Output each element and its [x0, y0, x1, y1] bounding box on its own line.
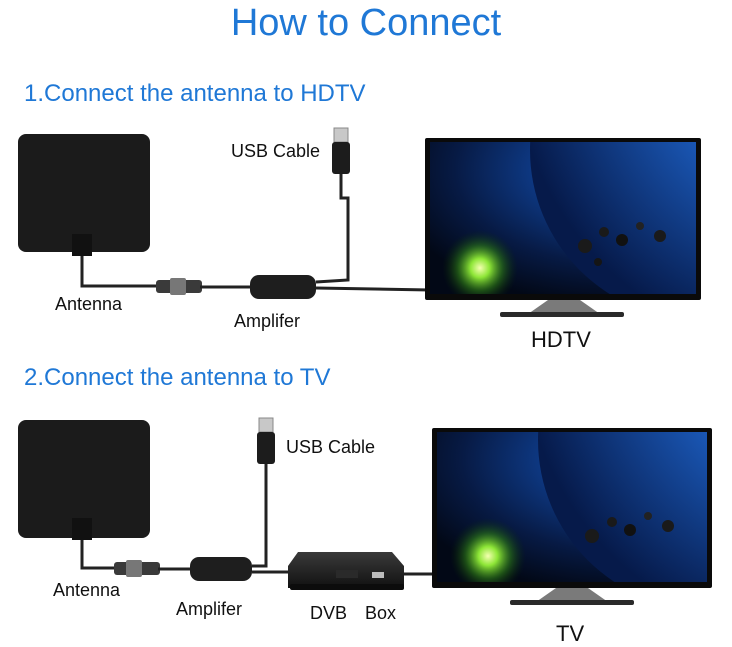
- usb-cable-line: [252, 464, 268, 568]
- coax-cable: [80, 256, 158, 288]
- dvb-box-icon: [288, 552, 404, 590]
- section-2-heading: 2.Connect the antenna to TV: [24, 364, 331, 391]
- usb-cable-label: USB Cable: [231, 141, 321, 161]
- dvb-label: DVB: [310, 603, 348, 623]
- tv-icon: [432, 428, 712, 605]
- amplifier-icon: [190, 557, 252, 581]
- box-label: Box: [365, 603, 397, 623]
- page-title: How to Connect: [230, 2, 502, 44]
- usb-plug-icon: [257, 417, 275, 464]
- antenna-label: Antenna: [55, 294, 123, 314]
- amplifier-label: Amplifer: [176, 599, 243, 619]
- coax-connector-icon: [114, 560, 160, 577]
- coax-cable: [80, 540, 116, 570]
- amplifier-label: Amplifer: [234, 311, 301, 331]
- usb-cable-line: [315, 174, 350, 284]
- antenna-panel-icon: [18, 134, 150, 256]
- antenna-panel-icon: [18, 420, 150, 540]
- coax-cable: [315, 286, 431, 292]
- coax-connector-icon: [156, 278, 202, 295]
- tv-label: TV: [556, 621, 585, 646]
- antenna-label: Antenna: [53, 580, 121, 600]
- hdtv-label: HDTV: [531, 327, 591, 352]
- usb-cable-label: USB Cable: [286, 437, 376, 457]
- tv-icon: [425, 138, 701, 317]
- section-1-heading: 1.Connect the antenna to HDTV: [24, 80, 366, 107]
- amplifier-icon: [250, 275, 316, 299]
- usb-plug-icon: [332, 127, 350, 174]
